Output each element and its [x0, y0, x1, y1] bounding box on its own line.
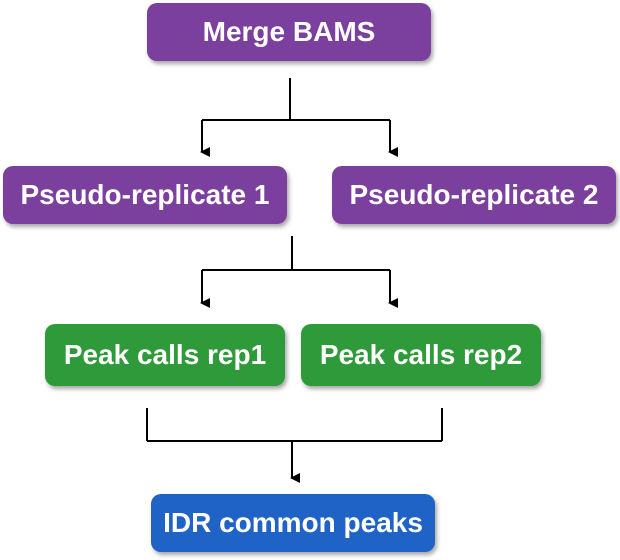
pseudo-replicate-2-label: Pseudo-replicate 2 [349, 179, 599, 210]
idr-common-peaks-node: IDR common peaks [151, 494, 435, 552]
merge-bams-label: Merge BAMS [202, 16, 376, 47]
pseudo-replicate-1-node: Pseudo-replicate 1 [3, 166, 287, 224]
peak-calls-rep1-node: Peak calls rep1 [45, 324, 285, 386]
peak-calls-rep2-node: Peak calls rep2 [301, 324, 541, 386]
pseudo-replicate-1-label: Pseudo-replicate 1 [20, 179, 270, 210]
peak-calls-rep2-label: Peak calls rep2 [319, 339, 523, 370]
pseudo-replicate-2-node: Pseudo-replicate 2 [332, 166, 616, 224]
peak-calls-rep1-label: Peak calls rep1 [63, 339, 267, 370]
idr-common-peaks-label: IDR common peaks [163, 507, 423, 538]
merge-bams-node: Merge BAMS [147, 3, 431, 61]
